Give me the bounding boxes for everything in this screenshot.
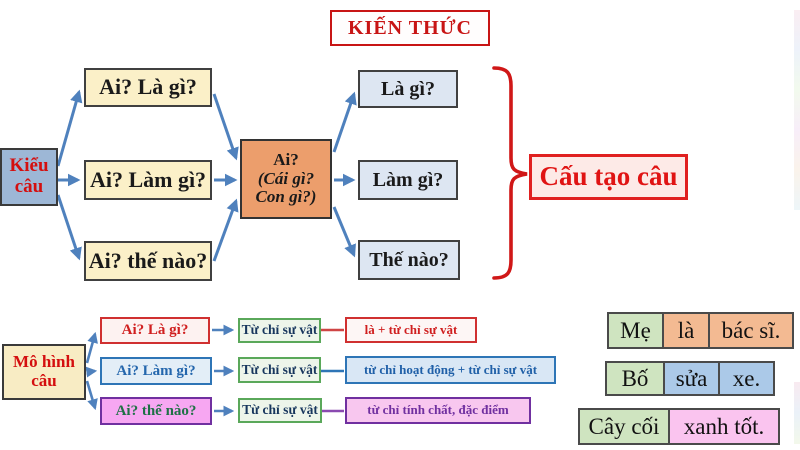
title-label: KIẾN THỨC: [347, 17, 473, 39]
predicate-box-lam-gi: Làm gì?: [358, 160, 458, 200]
model-type-la-gi: Ai? Là gì?: [100, 317, 210, 344]
predicate-box-the-nao: Thế nào?: [358, 240, 460, 280]
subject-label: Từ chỉ sự vật: [241, 322, 318, 338]
predicate-box-la-gi: Là gì?: [358, 70, 458, 108]
example-sentence-1: Mẹ là bác sĩ.: [607, 312, 794, 349]
brace-icon: [492, 66, 528, 280]
cau-tao-cau-box: Cấu tạo câu: [529, 154, 688, 200]
model-type-the-nao: Ai? thế nào?: [100, 397, 212, 425]
subject-label: Từ chỉ sự vật: [241, 361, 318, 377]
example-sentence-3: Cây cối xanh tốt.: [578, 408, 780, 445]
example-cell: bác sĩ.: [708, 314, 792, 347]
predicate-formula-label: từ chỉ hoạt động + từ chỉ sự vật: [363, 361, 538, 377]
bottom-arrows: [85, 324, 235, 417]
subject-box-row2: Từ chỉ sự vật: [238, 357, 321, 383]
center-line1: Ai?: [273, 149, 299, 169]
predicate-formula-label: là + từ chỉ sự vật: [364, 321, 458, 337]
predicate-label: Thế nào?: [369, 249, 449, 271]
example-cell: là: [662, 314, 708, 347]
center-line3: Con gì?): [255, 187, 317, 207]
center-line2: (Cái gì?: [257, 168, 315, 188]
kieu-cau-box: Kiểu câu: [0, 148, 58, 206]
predicate-formula-row3: từ chỉ tính chất, đặc điểm: [345, 397, 531, 424]
top-arrows: [56, 89, 357, 262]
example-cell: Mẹ: [609, 314, 662, 347]
subject-box-row3: Từ chỉ sự vật: [238, 398, 322, 423]
kieu-cau-line1: Kiểu: [9, 155, 49, 177]
subject-center-box: Ai? (Cái gì? Con gì?): [240, 139, 332, 219]
example-cell: xanh tốt.: [668, 410, 778, 443]
question-label: Ai? Là gì?: [99, 74, 197, 100]
predicate-label: Làm gì?: [372, 169, 444, 191]
mo-hinh-line1: Mô hình: [13, 352, 75, 372]
predicate-label: Là gì?: [381, 78, 435, 100]
row-connectors: [321, 328, 344, 413]
question-label: Ai? thế nào?: [88, 247, 208, 273]
cau-tao-cau-label: Cấu tạo câu: [539, 161, 678, 192]
model-type-label: Ai? Là gì?: [121, 322, 189, 339]
example-cell: xe.: [718, 363, 773, 394]
subject-box-row1: Từ chỉ sự vật: [238, 318, 321, 343]
model-type-label: Ai? Làm gì?: [116, 362, 196, 379]
question-box-lam-gi: Ai? Làm gì?: [84, 160, 212, 200]
example-cell: Bố: [607, 363, 663, 394]
model-type-lam-gi: Ai? Làm gì?: [100, 357, 212, 385]
kieu-cau-line2: câu: [14, 176, 44, 197]
subject-label: Từ chỉ sự vật: [242, 402, 318, 418]
question-label: Ai? Làm gì?: [89, 166, 207, 192]
right-edge-artifact: [794, 10, 800, 210]
question-box-the-nao: Ai? thế nào?: [84, 241, 212, 281]
predicate-formula-row1: là + từ chỉ sự vật: [345, 317, 477, 343]
model-type-label: Ai? thế nào?: [115, 402, 197, 419]
example-sentence-2: Bố sửa xe.: [605, 361, 775, 396]
predicate-formula-row2: từ chỉ hoạt động + từ chỉ sự vật: [345, 356, 556, 384]
question-box-la-gi: Ai? Là gì?: [84, 68, 212, 107]
title-kien-thuc: KIẾN THỨC: [330, 10, 490, 46]
mo-hinh-cau-box: Mô hình câu: [2, 344, 86, 400]
right-edge-artifact: [794, 382, 800, 444]
predicate-formula-label: từ chỉ tính chất, đặc điểm: [367, 402, 509, 418]
mo-hinh-line2: câu: [31, 371, 57, 390]
example-cell: sửa: [663, 363, 718, 394]
example-cell: Cây cối: [580, 410, 668, 443]
